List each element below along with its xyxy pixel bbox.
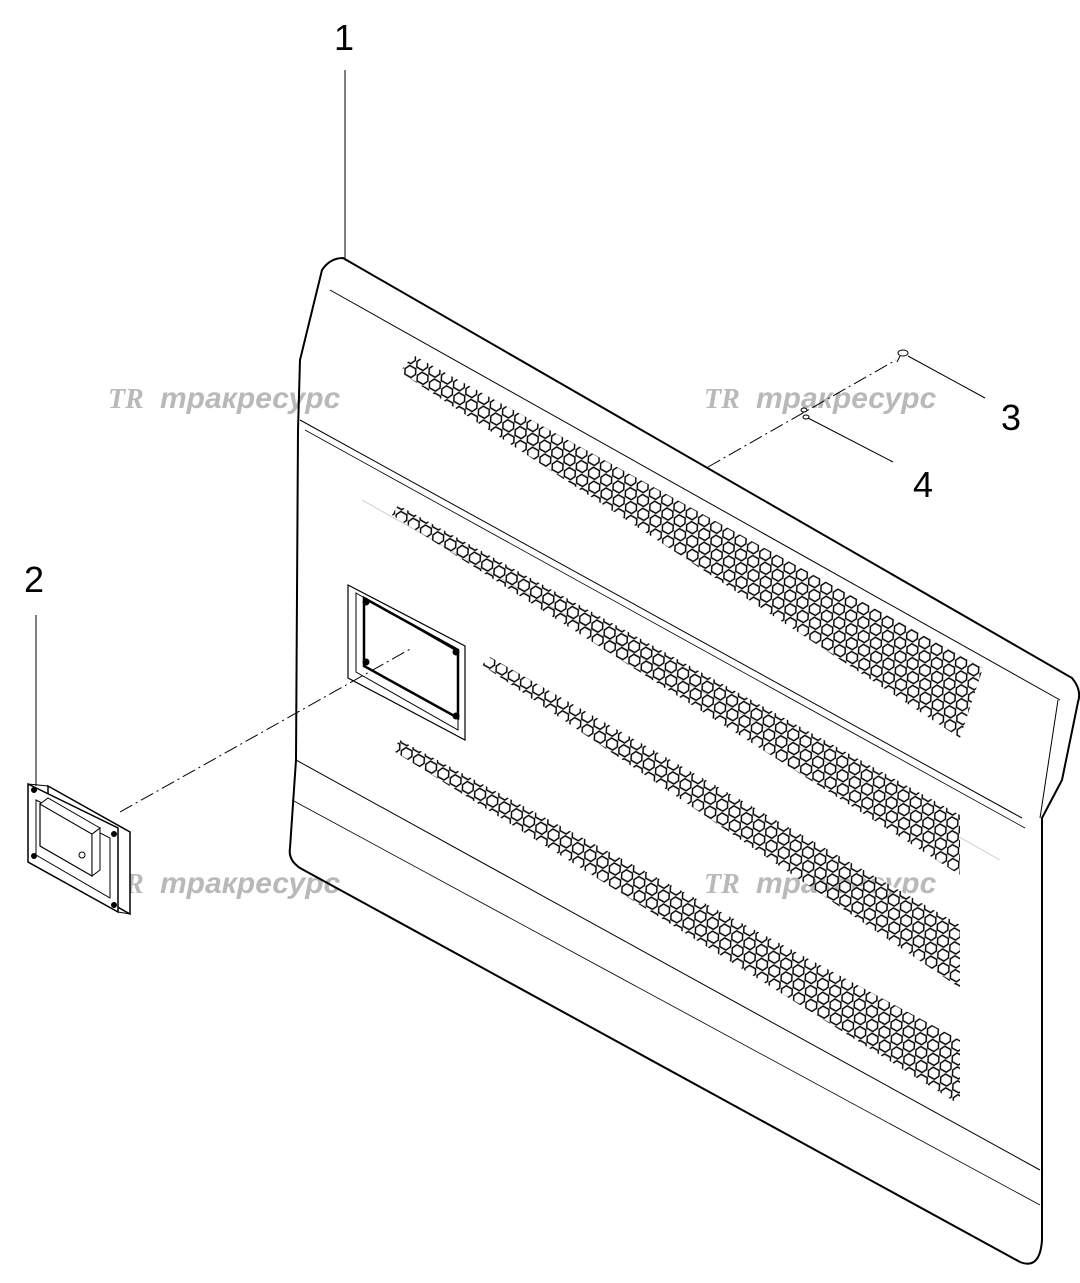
panel-outline bbox=[288, 256, 1080, 1265]
panel-top-bevel bbox=[329, 289, 1061, 701]
callout-3: 3 bbox=[1001, 397, 1021, 438]
watermark-right-top: TR тракресурс bbox=[704, 382, 937, 415]
leader-lines bbox=[35, 70, 986, 786]
part-2-cover bbox=[27, 782, 131, 916]
assembly-lines bbox=[119, 359, 897, 813]
watermark-left-top: TR тракресурс bbox=[108, 382, 341, 415]
vent-middle-1 bbox=[392, 505, 960, 875]
panel-lower-ridge bbox=[295, 759, 1041, 1171]
svg-text:TR: TR bbox=[704, 384, 740, 415]
svg-text:TR: TR bbox=[704, 869, 740, 900]
callout-1: 1 bbox=[334, 17, 354, 58]
panel-right-edge-inner bbox=[1039, 699, 1059, 819]
assembly-line-part-2 bbox=[119, 647, 413, 813]
svg-text:TR: TR bbox=[108, 384, 144, 415]
assembly-line-parts-3-4 bbox=[707, 359, 897, 468]
watermark-left-bottom: TR тракресурс bbox=[108, 867, 341, 900]
svg-text:тракресурс: тракресурс bbox=[160, 382, 341, 415]
leader-line-3 bbox=[907, 355, 986, 399]
callout-2: 2 bbox=[24, 559, 44, 600]
svg-text:тракресурс: тракресурс bbox=[756, 382, 937, 415]
part-4-washer bbox=[800, 407, 810, 420]
panel-opening bbox=[347, 584, 466, 741]
grille-panel bbox=[288, 256, 1080, 1265]
panel-upper-ridge-2 bbox=[304, 429, 1026, 829]
part-3-screw bbox=[896, 349, 909, 363]
panel-lower-ridge-2 bbox=[291, 799, 1041, 1206]
panel-upper-ridge bbox=[299, 419, 1023, 819]
svg-text:тракресурс: тракресурс bbox=[160, 867, 341, 900]
callout-4: 4 bbox=[913, 464, 933, 505]
leader-line-4 bbox=[807, 417, 894, 463]
